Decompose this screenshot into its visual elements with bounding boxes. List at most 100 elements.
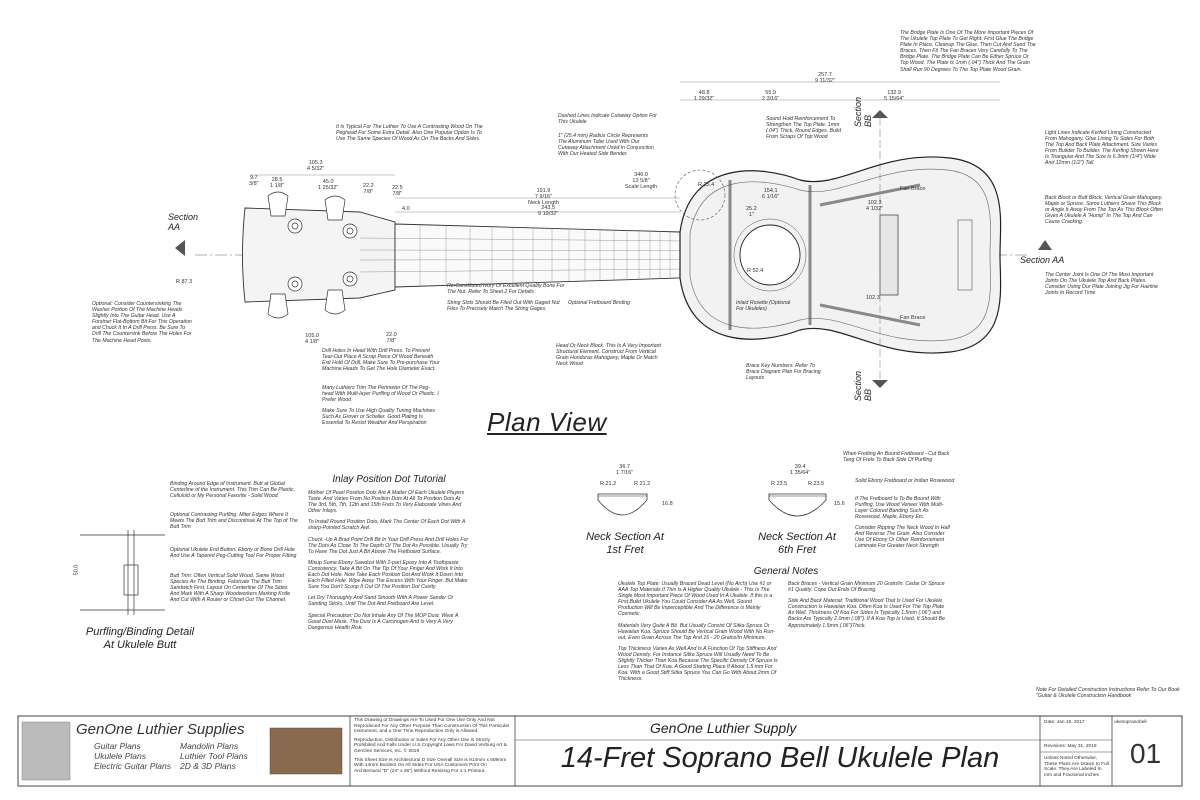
- general-notes: General Notes Ukulele Top Plate: Usually…: [618, 566, 954, 682]
- title-block-supply-name: GenOne Luthier Supply: [650, 720, 797, 736]
- dim-16: 16.8: [662, 501, 673, 507]
- kerfed-lining: [689, 168, 991, 342]
- general-note-right-1: Back Braces - Vertical Grain Minimum 20 …: [788, 581, 945, 594]
- note-fretboard-bound: If The Fretboard Is To Be Bound With Pur…: [855, 496, 944, 521]
- note-purfling: Optional Contrasting Purfling. Miter Edg…: [170, 512, 298, 531]
- inlay-tutorial-title: Inlay Position Dot Tutorial: [332, 474, 446, 485]
- fan-brace-label-2: Fan Brace: [900, 315, 926, 321]
- section-bb-bottom-label: Section BB: [853, 370, 874, 402]
- dim-4: 4.0: [402, 206, 410, 212]
- general-note-left-2: Materials Very Quite A Bit. But Usually …: [618, 622, 775, 641]
- neck-section-6th-fret-title: Neck Section At 6th Fret: [758, 531, 836, 556]
- general-notes-title: General Notes: [753, 566, 819, 577]
- purfling-detail-diagram: [80, 530, 165, 615]
- dim-50: 50.0: [73, 564, 80, 576]
- inlay-tutorial: Inlay Position Dot Tutorial Mother Of Pe…: [308, 474, 470, 631]
- plan-view-title: Plan View: [487, 407, 607, 437]
- section-bb-arrow-top: [872, 110, 888, 118]
- section-aa-left-label: Section AA: [168, 212, 199, 232]
- title-block-date: Date: Jan 15, 2017: [1044, 720, 1085, 725]
- note-string-slots: String Slots Should Be Filed Out With Ga…: [447, 300, 560, 313]
- section-aa-right-label: Section AA: [1020, 255, 1065, 265]
- note-ivory-nut: Re-Constituted Ivory Or Excellent Qualit…: [447, 283, 565, 296]
- note-binding: Binding Around Edge of Instrument. Butt …: [170, 481, 296, 500]
- note-tuning-machines: Make Sure To Use High Quality Tuning Mac…: [322, 408, 436, 427]
- note-sound-hole: Sound Hold Reinforcement To Strengthen T…: [766, 116, 842, 141]
- inlay-p5: Let Dry Thoroughly And Sand Smooth With …: [308, 595, 454, 608]
- section-aa-arrow-right: [1038, 240, 1052, 250]
- note-head-block: Head Or Neck Block. This Is A Very Impor…: [556, 343, 661, 368]
- title-block-revisions: Revisions: May 31, 2019: [1044, 744, 1097, 749]
- note-radius-circle: 1" (25.4 mm) Radius Circle Represents Th…: [558, 133, 654, 158]
- dim-r21-left: R 21.2: [600, 481, 617, 487]
- rosette: [733, 218, 807, 292]
- fan-brace-label-1: Fan Brace: [900, 186, 926, 192]
- neck-section-1st-fret-title: Neck Section At 1st Fret: [586, 531, 664, 556]
- general-note-left-1: Ukulele Top Plate: Usually Braced Dead L…: [618, 581, 773, 618]
- neck-outline: [394, 223, 681, 288]
- title-block-disclaimer: This Drawing or Drawings Are To Used For…: [354, 718, 510, 774]
- title-block-scale-note: Unless Noted Otherwise, These Plans Are …: [1044, 756, 1109, 778]
- headstock-outline: [242, 207, 396, 303]
- note-peghead-trim: Many Luthiers Trim The Perimeter Of The …: [322, 385, 439, 404]
- note-brace-key: Brace Key Numbers. Refer To Brace Diagra…: [746, 363, 821, 382]
- dim-15: 15.6: [834, 501, 845, 507]
- inlay-p3: Chuck -Up A Brad Point Drill Bit In Your…: [308, 536, 469, 555]
- note-countersink: Optional: Consider Countersinking The Wa…: [92, 301, 192, 344]
- title-block-frame: [17, 715, 1183, 787]
- title-block-products-right: Mandolin Plans Luthier Tool Plans 2D & 3…: [180, 741, 248, 771]
- purfling-detail-title: Purfling/Binding Detail At Ukulele Butt: [85, 626, 195, 651]
- butt-block: [957, 219, 973, 291]
- note-butt-trim: Butt Trim: Often Vertical Solid Wood, Sa…: [170, 573, 291, 604]
- fret-lines: [419, 225, 671, 286]
- inlay-p2: To Install Round Position Dots, Mark The…: [308, 519, 466, 532]
- dim-r25: R 25.4: [698, 182, 715, 188]
- sound-hole: [739, 224, 801, 286]
- top-dimension-lines: [250, 81, 1000, 213]
- dim-102b: 102.3: [866, 295, 880, 301]
- section-aa-arrow-left: [175, 240, 185, 256]
- dim-r23-right: R 23.5: [808, 481, 825, 487]
- cutaway-radius-circle: [674, 169, 726, 221]
- neck-section-6th-fret-shape: [768, 493, 827, 517]
- section-bb-arrow-bottom: [872, 380, 888, 388]
- inlay-p6: Special Precaution: Do Not Inhale Any Of…: [308, 612, 459, 631]
- note-bridge-plate: The Bridge Plate Is One Of The More Impo…: [900, 30, 1036, 73]
- dim-r23-left: R 23.5: [771, 481, 788, 487]
- note-fretting-bound: When Fretting An Bound Fretboard - Cut B…: [843, 451, 950, 464]
- title-block-code: ukesopranobell: [1114, 720, 1147, 725]
- general-note-left-3: Top Thickness Varies As Well And Is A Fu…: [618, 645, 778, 683]
- note-solid-ebony: Solid Ebony Fretboard or Indian Rosewood: [855, 478, 955, 484]
- note-back-block: Back Block or Butt Block. Vertical Grain…: [1045, 195, 1163, 226]
- title-block-sheet-number: 01: [1130, 738, 1162, 769]
- note-headstock-wood: It Is Typical For The Luthier To Use A C…: [336, 124, 483, 143]
- title-block-company: GenOne Luthier Supplies: [76, 721, 245, 738]
- title-block-plan-name: 14-Fret Soprano Bell Ukulele Plan: [560, 742, 1000, 774]
- logo-photo-right: [269, 727, 343, 775]
- dim-r21-right: R 21.2: [634, 481, 651, 487]
- dim-r52: R 52.4: [747, 268, 764, 274]
- logo-photo-left: [21, 721, 71, 781]
- neck-section-1st-fret-shape: [597, 493, 648, 516]
- note-fretboard-binding: Optional Fretboard Binding: [568, 300, 630, 306]
- note-cutaway: Dashed Lines Indicate Cutaway Option For…: [558, 113, 657, 126]
- bridge: [879, 214, 899, 296]
- tuning-machines: [267, 191, 358, 319]
- body-outline: [679, 156, 1002, 354]
- dim-87: R 87.3: [176, 279, 193, 285]
